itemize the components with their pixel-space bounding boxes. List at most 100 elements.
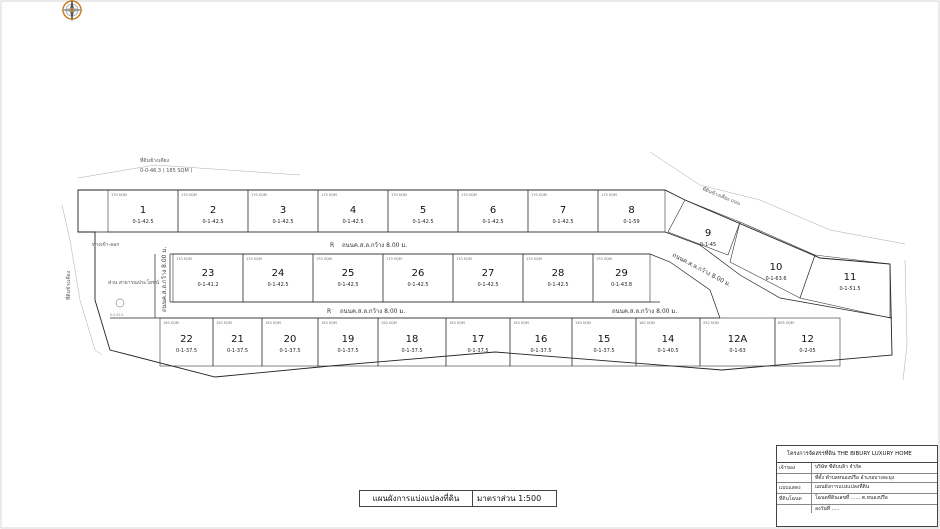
lot-area: 0-1-42.5 bbox=[552, 219, 573, 225]
lot-number: 17 bbox=[472, 334, 485, 345]
lot-number: 29 bbox=[615, 268, 628, 279]
lot-area: 0-2-05 bbox=[799, 348, 815, 354]
lot-11[interactable]: 11 0-1-51.5 bbox=[799, 254, 891, 319]
lot-10[interactable]: 10 0-1-63.6 bbox=[729, 221, 816, 299]
lot-sqm: 162 SQM bbox=[639, 321, 655, 325]
lot-number: 8 bbox=[628, 205, 634, 216]
lot-number: 5 bbox=[420, 205, 426, 216]
lot-area: 0-1-63 bbox=[729, 348, 745, 354]
lot-23[interactable]: 170 SQM 23 0-1-41.2 bbox=[172, 253, 244, 303]
lot-number: 2 bbox=[210, 205, 216, 216]
lot-area: 0-1-45 bbox=[700, 242, 716, 248]
lot-number: 23 bbox=[202, 268, 215, 279]
road-label-south-east: ถนนค.ส.ล.กว้าง 8.00 ม. bbox=[612, 308, 677, 315]
lot-area: 0-1-42.5 bbox=[482, 219, 503, 225]
drawing-caption: แผนผังการแบ่งแปลงที่ดิน มาตราส่วน 1:500 bbox=[359, 490, 557, 507]
lot-number: 16 bbox=[535, 334, 548, 345]
compass-rose-icon bbox=[60, 0, 84, 22]
row-value: ที่ตั้ง ตำบลหนองปรือ อำเภอบางละมุง bbox=[815, 475, 895, 481]
lot-sqm: 805 SQM bbox=[778, 321, 794, 325]
project-label: โครงการจัดสรรที่ดิน bbox=[787, 451, 836, 457]
lot-sqm: 170 SQM bbox=[531, 193, 547, 197]
lot-area: 0-1-42.5 bbox=[547, 282, 568, 288]
title-block-row: ที่ตั้ง ตำบลหนองปรือ อำเภอบางละมุง bbox=[777, 474, 937, 483]
lot-24[interactable]: 170 SQM 24 0-1-42.5 bbox=[242, 253, 314, 303]
lot-sqm: 170 SQM bbox=[461, 193, 477, 197]
row-value: บริษัท ซีดับบลิว จำกัด bbox=[815, 464, 862, 470]
lot-number: 9 bbox=[705, 228, 711, 239]
lot-12a[interactable]: 252 SQM 12A 0-1-63 bbox=[699, 317, 776, 367]
lot-area: 0-1-63.6 bbox=[765, 276, 786, 282]
project-boundary bbox=[77, 189, 893, 378]
lot-number: 1 bbox=[140, 205, 146, 216]
north-neighbor-label: ที่ดินข้างเคียง bbox=[140, 157, 170, 164]
lot-sqm: 150 SQM bbox=[216, 321, 232, 325]
lot-number: 4 bbox=[350, 205, 356, 216]
lot-sqm: 170 SQM bbox=[456, 257, 472, 261]
title-block: โครงการจัดสรรที่ดิน THE BIBURY LUXURY HO… bbox=[776, 445, 938, 527]
lot-area: 0-1-59 bbox=[623, 219, 639, 225]
lot-8[interactable]: 170 SQM 8 0-1-59 bbox=[597, 189, 666, 233]
lot-number: 20 bbox=[284, 334, 297, 345]
lot-area: 0-1-42.5 bbox=[202, 219, 223, 225]
lot-sqm: 170 SQM bbox=[246, 257, 262, 261]
west-neighbor-label: ที่ดินข้างเคียง bbox=[65, 270, 72, 300]
title-block-header: โครงการจัดสรรที่ดิน THE BIBURY LUXURY HO… bbox=[777, 446, 937, 463]
lot-area: 0-1-42.5 bbox=[267, 282, 288, 288]
road-label-west: ถนนค.ส.ล.กว้าง 8.00 ม. bbox=[161, 247, 168, 312]
lot-number: 25 bbox=[342, 268, 355, 279]
lot-area: 0-1-41.2 bbox=[197, 282, 218, 288]
lot-number: 12A bbox=[728, 334, 748, 345]
lot-number: 24 bbox=[272, 268, 285, 279]
lot-area: 0-1-43.8 bbox=[611, 282, 632, 288]
lot-number: 19 bbox=[342, 334, 355, 345]
lot-sqm: 170 SQM bbox=[386, 257, 402, 261]
lot-sqm: 252 SQM bbox=[703, 321, 719, 325]
lot-25[interactable]: 170 SQM 25 0-1-42.5 bbox=[312, 253, 384, 303]
east-neighbor-label: ที่ดินข้างเคียง ถนน bbox=[701, 185, 742, 207]
row-label bbox=[777, 505, 812, 513]
lot-sqm: 150 SQM bbox=[381, 321, 397, 325]
lot-area: 0-1-51.5 bbox=[839, 286, 860, 292]
lot-area: 0-1-42.5 bbox=[337, 282, 358, 288]
lot-sqm: 170 SQM bbox=[251, 193, 267, 197]
lots-row-top: 170 SQM 1 0-1-42.5 170 SQM 2 0-1-42.5 170 SQM3… bbox=[107, 189, 666, 233]
lot-sqm: 170 SQM bbox=[601, 193, 617, 197]
lot-9[interactable]: 9 0-1-45 bbox=[667, 199, 741, 256]
lot-sqm: 170 SQM bbox=[321, 193, 337, 197]
lot-number: 11 bbox=[844, 272, 857, 283]
lot-area: 0-1-42.5 bbox=[342, 219, 363, 225]
lot-sqm: 150 SQM bbox=[513, 321, 529, 325]
lot-area: 0-1-37.5 bbox=[176, 348, 197, 354]
lot-area: 0-1-42.5 bbox=[477, 282, 498, 288]
lot-area: 0-1-37.5 bbox=[337, 348, 358, 354]
lot-sqm: 170 SQM bbox=[316, 257, 332, 261]
lot-number: 26 bbox=[412, 268, 425, 279]
neighbor-boundaries bbox=[61, 151, 908, 381]
lot-sqm: 170 SQM bbox=[111, 193, 127, 197]
lot-sqm: 170 SQM bbox=[176, 257, 192, 261]
lot-number: 10 bbox=[770, 262, 783, 273]
lot-number: 15 bbox=[598, 334, 611, 345]
lot-4[interactable]: 170 SQM 4 0-1-42.5 bbox=[317, 189, 389, 233]
